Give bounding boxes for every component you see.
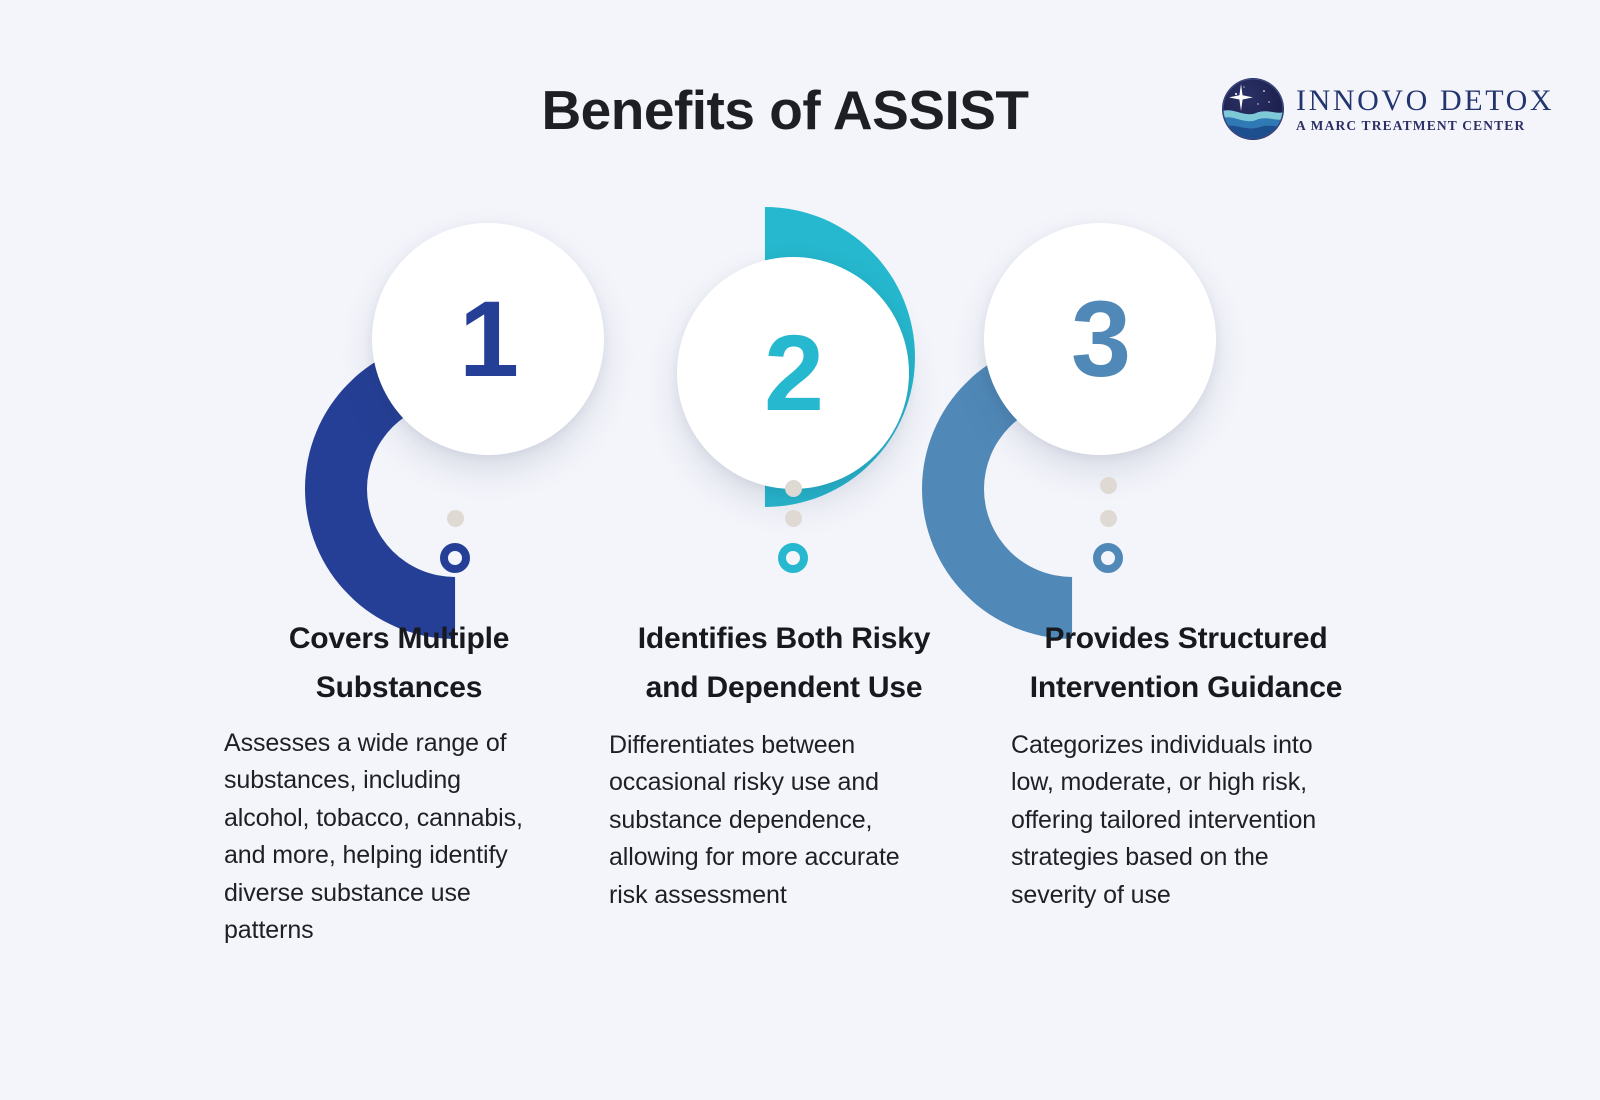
- step-graphic-1: 1: [242, 205, 668, 702]
- ring-marker-icon-3: [1093, 543, 1123, 573]
- ring-marker-icon-1: [440, 543, 470, 573]
- step-disc-1[interactable]: 1: [372, 223, 604, 455]
- benefit-body-1: Assesses a wide range of substances, inc…: [224, 728, 523, 945]
- logo-wordmark: INNOVO DETOX A MARC TREATMENT CENTER: [1296, 84, 1554, 134]
- step-number-3: 3: [1070, 278, 1131, 399]
- logo-name: INNOVO DETOX: [1296, 83, 1555, 117]
- benefit-column-3: Provides Structured Intervention Guidanc…: [1011, 615, 1361, 914]
- steps-band: 1 2 3: [0, 144, 1600, 702]
- ring-marker-icon-2: [778, 543, 808, 573]
- benefit-heading-1: Covers Multiple Substances: [288, 622, 510, 704]
- connector-dot: [1100, 510, 1117, 527]
- connector-dot: [785, 480, 802, 497]
- benefit-column-2: Identifies Both Risky and Dependent Use …: [609, 615, 959, 914]
- benefit-body-2: Differentiates between occasional risky …: [609, 730, 900, 909]
- header: Benefits of ASSIST: [0, 0, 1600, 190]
- step-disc-2[interactable]: 2: [677, 257, 909, 489]
- step-disc-3[interactable]: 3: [984, 223, 1216, 455]
- step-graphic-3: 3: [859, 205, 1285, 702]
- benefit-column-1: Covers Multiple Substances Assesses a wi…: [224, 615, 574, 950]
- connector-dot: [785, 510, 802, 527]
- step-number-1: 1: [458, 278, 519, 399]
- benefit-heading-3: Provides Structured Intervention Guidanc…: [1029, 622, 1343, 704]
- innovo-globe-star-wave-icon: [1222, 78, 1284, 140]
- logo-tagline: A MARC TREATMENT CENTER: [1296, 118, 1526, 134]
- benefit-heading-2: Identifies Both Risky and Dependent Use: [637, 622, 931, 704]
- page-title: Benefits of ASSIST: [541, 79, 1029, 141]
- connector-dot: [447, 510, 464, 527]
- step-number-2: 2: [763, 312, 824, 433]
- text-columns: Covers Multiple Substances Assesses a wi…: [0, 615, 1600, 1035]
- step-graphic-2: 2: [552, 144, 978, 605]
- connector-dot: [1100, 477, 1117, 494]
- benefit-body-3: Categorizes individuals into low, modera…: [1011, 730, 1317, 909]
- logo: INNOVO DETOX A MARC TREATMENT CENTER: [1222, 78, 1554, 140]
